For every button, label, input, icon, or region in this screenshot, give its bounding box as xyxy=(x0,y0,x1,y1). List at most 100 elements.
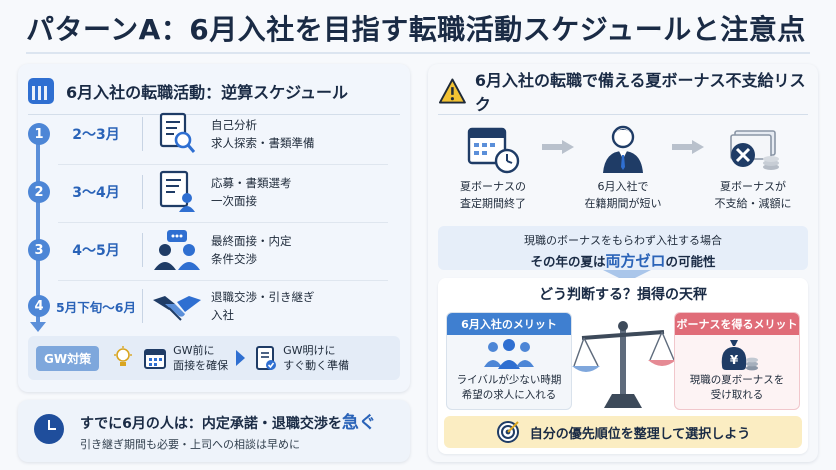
calendar-clock-icon xyxy=(438,120,548,178)
double-zero-box: 現職のボーナスをもらわず入社する場合 その年の夏は両方ゼロの可能性 xyxy=(438,226,808,270)
decision-text: 自分の優先順位を整理して選択しよう xyxy=(529,426,751,442)
arrow-right-icon xyxy=(672,140,706,154)
clock-icon xyxy=(34,414,64,444)
flow-item-assessment: 夏ボーナスの 査定期間終了 xyxy=(438,120,548,212)
step-period: 3〜4月 xyxy=(72,185,120,201)
double-zero-highlight: 両方ゼロ xyxy=(605,252,666,270)
step-desc-line1: 自己分析 xyxy=(211,118,257,132)
chevron-right-icon xyxy=(236,350,246,366)
judgment-box: どう判断する？損得の天秤 6月入社のメリット ライバルが少ない時期 希望の求人に… xyxy=(438,278,808,454)
money-bag-icon: ¥ xyxy=(675,335,799,373)
bonus-risk-panel: 6月入社の転職で備える夏ボーナス不支給リスク 夏ボーナスの 査定期間終了 xyxy=(428,64,818,462)
gw-label: GW対策 xyxy=(36,345,100,371)
step-period: 2〜3月 xyxy=(72,127,120,143)
bonus-risk-flow: 夏ボーナスの 査定期間終了 6月入社で 在籍期間が短い xyxy=(438,120,808,282)
schedule-step-4: 4 5月下旬〜6月 退職交渉・引き継ぎ 入社 xyxy=(28,280,398,332)
double-zero-suffix: の可能性 xyxy=(665,254,716,269)
timeline-arrow-icon xyxy=(30,322,46,332)
june-merit-header: 6月入社のメリット xyxy=(447,313,571,335)
page-title: パターンA：6月入社を目指す転職活動スケジュールと注意点 xyxy=(26,13,806,46)
urgent-note-emphasis: 急ぐ xyxy=(341,413,376,433)
gw-tips-box: GW対策 GW前に 面接を確保 GW明けに xyxy=(28,336,400,380)
step-separator xyxy=(142,289,143,323)
arrow-right-icon xyxy=(542,140,576,154)
step-desc-line2: 入社 xyxy=(211,308,234,322)
step-number: 2 xyxy=(28,181,50,203)
urgent-note-sub: 引き継ぎ期間も必要・上司への相談は早めに xyxy=(80,438,300,451)
step-divider xyxy=(58,280,388,281)
gw-before-line2: 面接を確保 xyxy=(173,359,229,372)
step-desc-line1: 退職交渉・引き継ぎ xyxy=(211,290,315,304)
step-number: 3 xyxy=(28,239,50,261)
step-period: 4〜5月 xyxy=(72,243,120,259)
flow-item-no-bonus: 夏ボーナスが 不支給・減額に xyxy=(698,120,808,212)
bulb-icon xyxy=(113,346,133,370)
title-divider xyxy=(26,52,810,54)
schedule-step-1: 1 2〜3月 自己分析 求人探索・書類準備 xyxy=(28,108,398,160)
double-zero-line2: その年の夏は両方ゼロの可能性 xyxy=(438,250,808,271)
step-separator xyxy=(142,233,143,267)
gw-after-line2: すぐ動く準備 xyxy=(283,359,350,372)
judgment-title: どう判断する？損得の天秤 xyxy=(539,287,707,303)
step-desc-line2: 求人探索・書類準備 xyxy=(211,136,315,150)
schedule-step-3: 3 4〜5月 最終面接・内定 条件交渉 xyxy=(28,224,398,276)
june-merit-line1: ライバルが少ない時期 xyxy=(456,374,562,386)
businessman-icon xyxy=(568,120,678,178)
schedule-heading: 6月入社の転職活動：逆算スケジュール xyxy=(66,83,349,102)
svg-text:¥: ¥ xyxy=(730,353,739,367)
step-period: 5月下旬〜6月 xyxy=(56,299,136,315)
flow-line2: 査定期間終了 xyxy=(460,197,526,210)
step-separator xyxy=(142,117,143,151)
calendar-icon xyxy=(28,78,54,104)
urgent-note-main: すでに6月の人は：内定承諾・退職交渉を急ぐ xyxy=(80,408,376,433)
checklist-icon xyxy=(256,346,277,370)
step-divider xyxy=(58,164,388,165)
step-desc-line1: 最終面接・内定 xyxy=(211,234,292,248)
june-merit-line2: 希望の求人に入れる xyxy=(461,389,557,401)
bonus-merit-header: ボーナスを得るメリット xyxy=(675,313,799,335)
bonus-risk-heading: 6月入社の転職で備える夏ボーナス不支給リスク xyxy=(474,71,806,114)
schedule-panel-header: 6月入社の転職活動：逆算スケジュール xyxy=(28,72,400,110)
bonus-merit-line2: 受け取れる xyxy=(710,389,764,401)
step-desc-line1: 応募・書類選考 xyxy=(211,176,292,190)
urgent-note-panel: すでに6月の人は：内定承諾・退職交渉を急ぐ 引き継ぎ期間も必要・上司への相談は早… xyxy=(18,400,410,462)
warning-icon xyxy=(438,78,466,104)
step-separator xyxy=(142,175,143,209)
bonus-merit-card: ボーナスを得るメリット ¥ 現職の夏ボーナスを 受け取れる xyxy=(674,312,800,410)
balance-scale-icon xyxy=(572,321,676,408)
calendar-icon xyxy=(144,349,167,369)
double-zero-prefix: その年の夏は xyxy=(530,254,606,269)
interview-icon xyxy=(149,227,205,273)
bonus-risk-header-divider xyxy=(438,114,808,115)
schedule-step-2: 2 3〜4月 応募・書類選考 一次面接 xyxy=(28,166,398,218)
money-cancel-icon xyxy=(698,120,808,178)
flow-line2: 在籍期間が短い xyxy=(584,197,662,210)
target-icon xyxy=(496,421,519,443)
step-number: 4 xyxy=(28,295,50,317)
step-desc-line2: 条件交渉 xyxy=(211,252,257,266)
step-divider xyxy=(58,222,388,223)
bonus-risk-header: 6月入社の転職で備える夏ボーナス不支給リスク xyxy=(438,71,808,114)
flow-item-short-tenure: 6月入社で 在籍期間が短い xyxy=(568,120,678,212)
june-merit-card: 6月入社のメリット ライバルが少ない時期 希望の求人に入れる xyxy=(446,312,572,410)
handshake-icon xyxy=(149,283,205,329)
flow-line1: 夏ボーナスの xyxy=(460,180,526,193)
bonus-merit-line1: 現職の夏ボーナスを xyxy=(689,374,785,386)
resume-icon xyxy=(149,169,205,215)
gw-after-item: GW明けに すぐ動く準備 xyxy=(255,343,349,373)
step-desc-line2: 一次面接 xyxy=(211,194,257,208)
group-people-icon xyxy=(447,335,571,373)
double-zero-line1: 現職のボーナスをもらわず入社する場合 xyxy=(524,234,722,247)
gw-before-item: GW前に 面接を確保 xyxy=(143,343,228,373)
gw-before-line1: GW前に xyxy=(173,344,215,357)
decision-banner: 自分の優先順位を整理して選択しよう xyxy=(444,416,802,448)
flow-line1: 夏ボーナスが xyxy=(720,180,786,193)
schedule-header-divider xyxy=(28,114,400,115)
flow-line2: 不支給・減額に xyxy=(714,197,792,210)
urgent-note-prefix: すでに6月の人は：内定承諾・退職交渉を xyxy=(80,416,342,432)
step-number: 1 xyxy=(28,123,50,145)
gw-after-line1: GW明けに xyxy=(283,344,336,357)
timeline-line xyxy=(36,124,40,328)
flow-line1: 6月入社で xyxy=(597,180,649,193)
document-search-icon xyxy=(149,111,205,157)
